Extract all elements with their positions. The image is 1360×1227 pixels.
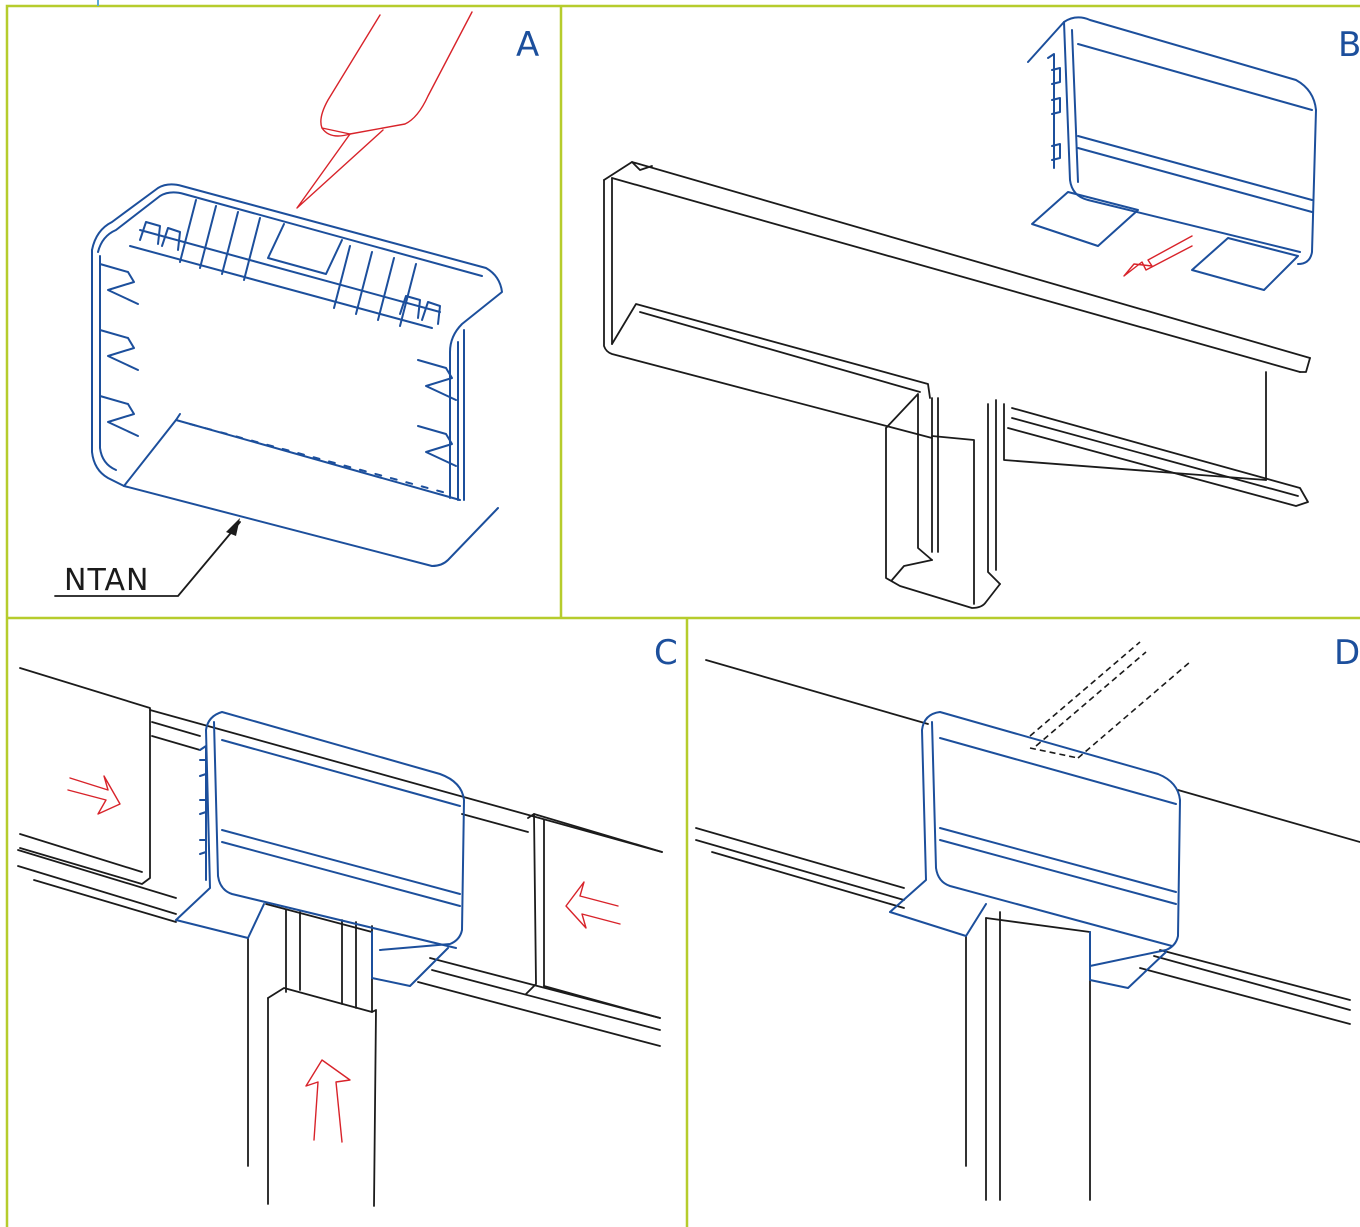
callout-label: NTAN	[64, 563, 149, 598]
panel-letter-a: A	[516, 25, 539, 65]
callout-leader	[54, 518, 241, 597]
trunking-assembled-c	[17, 667, 663, 1207]
panel-letter-b: B	[1338, 25, 1360, 65]
panel-d: D	[695, 633, 1360, 1201]
panel-letter-c: C	[654, 633, 678, 673]
end-cover-a	[91, 183, 503, 567]
dashed-hidden-branch-d	[1029, 641, 1191, 759]
end-cover-d	[889, 711, 1181, 989]
arrow-down-left-b	[1123, 235, 1193, 277]
panel-letter-d: D	[1334, 633, 1360, 673]
panel-a: NTAN A	[54, 11, 539, 598]
arrow-right-c	[67, 775, 121, 815]
arrow-up-c	[305, 1059, 351, 1143]
cutter-blade	[296, 11, 473, 209]
end-cover-b	[1027, 16, 1317, 291]
trunking-assembled-d	[695, 659, 1360, 1201]
arrow-left-c	[565, 881, 621, 929]
trunking-t-junction	[603, 161, 1311, 609]
end-cover-c	[175, 711, 465, 987]
panel-b: B	[603, 16, 1360, 609]
panel-frame	[5, 4, 1360, 1227]
panel-c: C	[17, 633, 678, 1207]
